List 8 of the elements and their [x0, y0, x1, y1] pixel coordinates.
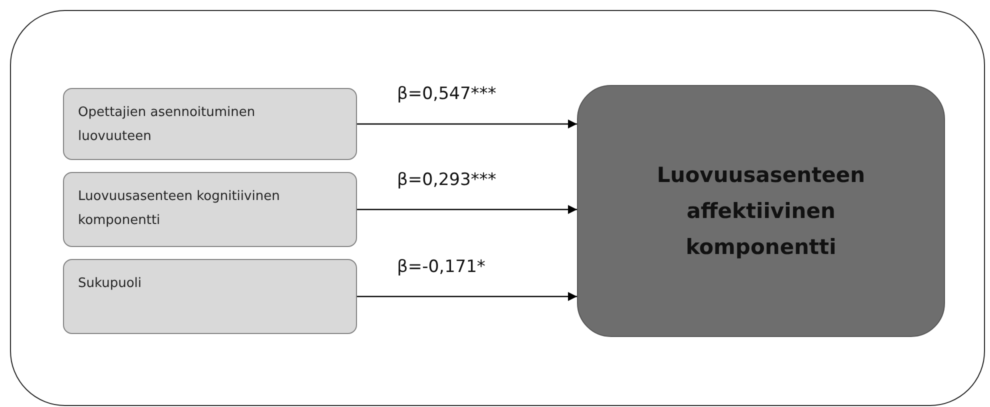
- outcome-box: Luovuusasenteen affektiivinen komponentti: [577, 85, 945, 337]
- arrow: [357, 204, 577, 214]
- predictor-box: Sukupuoli: [63, 259, 357, 334]
- predictor-box: Luovuusasenteen kognitiivinen komponentti: [63, 172, 357, 247]
- arrow: [357, 292, 577, 302]
- predictor-box: Opettajien asennoituminen luovuuteen: [63, 88, 357, 160]
- frame-box: [10, 10, 985, 406]
- arrow: [357, 119, 577, 129]
